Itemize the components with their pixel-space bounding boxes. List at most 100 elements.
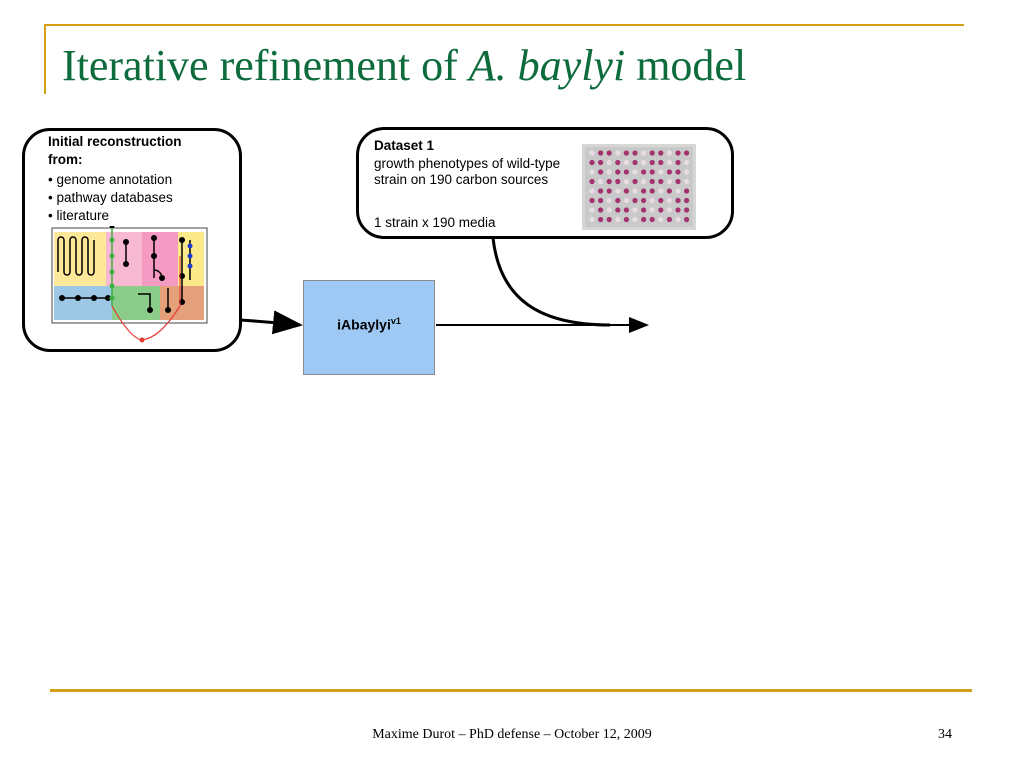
plate-well [632, 216, 638, 223]
plate-well [623, 216, 629, 223]
plate-well [666, 159, 672, 166]
plate-well [589, 216, 595, 223]
plate-well [615, 159, 621, 166]
model-name: iAbaylyi [337, 316, 391, 333]
plate-well [589, 207, 595, 213]
plate-well [632, 197, 638, 204]
plate-well [666, 188, 672, 194]
plate-well [658, 159, 664, 166]
plate-well [632, 169, 638, 175]
plate-well [632, 188, 638, 194]
plate-well [684, 159, 690, 166]
plate-well [684, 207, 690, 213]
plate-well [589, 188, 595, 194]
plate-well [641, 188, 647, 194]
footer-rule [50, 689, 972, 692]
plate-well [606, 207, 612, 213]
initial-source-list: • genome annotation • pathway databases … [48, 171, 228, 225]
plate-well [589, 178, 595, 185]
plate-well [666, 207, 672, 213]
plate-well [598, 169, 604, 175]
arrow-dataset-curve [491, 237, 611, 327]
plate-well [623, 207, 629, 213]
model-box [303, 280, 435, 375]
plate-well [675, 207, 681, 213]
plate-well [623, 188, 629, 194]
plate-well [623, 197, 629, 204]
plate-well [675, 159, 681, 166]
plate-well [598, 216, 604, 223]
plate-well [675, 178, 681, 185]
plate-well [615, 188, 621, 194]
plate-well [598, 150, 604, 156]
dataset-heading: Dataset 1 [374, 138, 435, 153]
plate-well [649, 159, 655, 166]
plate-well [606, 178, 612, 185]
plate-well [675, 197, 681, 204]
list-item: • genome annotation [48, 172, 173, 187]
plate-well [649, 188, 655, 194]
plate-well [649, 178, 655, 185]
plate-well [666, 178, 672, 185]
plate-well [658, 169, 664, 175]
plate-well [666, 216, 672, 223]
plate-well [623, 150, 629, 156]
plate-well [615, 150, 621, 156]
arrow-initial-to-model [239, 310, 303, 335]
page-number: 34 [938, 727, 952, 742]
plate-well [606, 188, 612, 194]
plate-well [641, 216, 647, 223]
plate-well [598, 207, 604, 213]
phenotype-microplate-icon [582, 144, 696, 230]
model-label: iAbaylyiv1 [303, 316, 435, 333]
plate-well [666, 197, 672, 204]
plate-well [649, 216, 655, 223]
model-version: v1 [390, 316, 401, 326]
plate-well [641, 178, 647, 185]
list-item: • pathway databases [48, 190, 173, 205]
plate-well [666, 169, 672, 175]
plate-well [641, 207, 647, 213]
plate-well [589, 159, 595, 166]
plate-well [598, 197, 604, 204]
plate-well [684, 216, 690, 223]
plate-well [675, 216, 681, 223]
plate-well [649, 169, 655, 175]
plate-well [632, 159, 638, 166]
plate-well [615, 178, 621, 185]
plate-well [684, 188, 690, 194]
dataset-description: growth phenotypes of wild-type strain on… [374, 156, 561, 187]
plate-well [623, 178, 629, 185]
initial-heading: Initial reconstruction from: [48, 134, 182, 167]
plate-well [658, 216, 664, 223]
plate-well [615, 197, 621, 204]
title-species: A. baylyi [468, 41, 626, 90]
plate-well [632, 207, 638, 213]
footer-text: Maxime Durot – PhD defense – October 12,… [372, 727, 652, 742]
plate-well [684, 150, 690, 156]
plate-well [666, 150, 672, 156]
plate-well [641, 169, 647, 175]
dataset-media: 1 strain x 190 media [374, 215, 496, 230]
plate-well [684, 169, 690, 175]
top-rule [44, 24, 964, 26]
plate-well [675, 169, 681, 175]
plate-well [615, 207, 621, 213]
plate-well [606, 159, 612, 166]
plate-well [598, 178, 604, 185]
plate-well [589, 169, 595, 175]
plate-well [623, 169, 629, 175]
plate-well [649, 150, 655, 156]
plate-well [615, 216, 621, 223]
plate-well [649, 207, 655, 213]
plate-well [649, 197, 655, 204]
plate-well [658, 178, 664, 185]
title-suffix: model [625, 41, 747, 90]
plate-well [606, 150, 612, 156]
plate-well [589, 197, 595, 204]
plate-well [598, 188, 604, 194]
plate-well [641, 150, 647, 156]
plate-well [675, 188, 681, 194]
title-prefix: Iterative refinement of [62, 41, 469, 90]
plate-well [606, 216, 612, 223]
